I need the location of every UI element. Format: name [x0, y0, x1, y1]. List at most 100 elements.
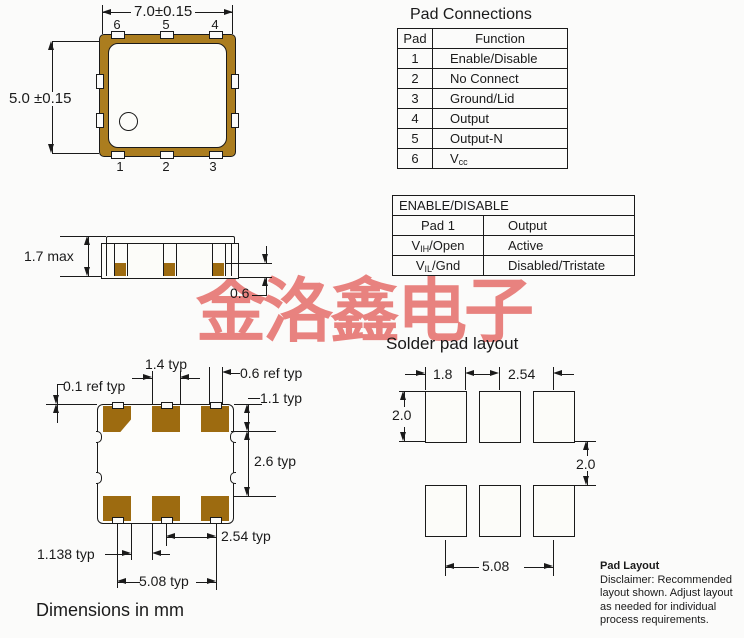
- pin-number: 6: [113, 17, 121, 32]
- condition-cell: VIL/Gnd: [393, 256, 484, 275]
- solder-pad-layout-title: Solder pad layout: [386, 334, 519, 353]
- dim-line: [117, 582, 140, 583]
- dim-arrow: [262, 254, 268, 263]
- ext-line: [131, 523, 132, 560]
- castellation-notch: [161, 517, 173, 524]
- ext-line: [574, 485, 596, 486]
- table-row: 3 Ground/Lid: [398, 88, 567, 108]
- castellation-notch: [161, 402, 173, 409]
- castellation-notch: [111, 151, 125, 159]
- castellation-notch: [160, 151, 174, 159]
- dim-arrow: [244, 431, 250, 440]
- dim-arrow: [143, 374, 152, 380]
- dim-arrow: [583, 476, 589, 485]
- ext-line: [46, 404, 97, 405]
- ext-line: [60, 236, 106, 237]
- solder-land-pad: [533, 485, 575, 537]
- land-height-dim: 2.0: [392, 407, 412, 423]
- ext-line: [52, 41, 99, 42]
- dim-arrow: [583, 441, 589, 450]
- table-title-row: ENABLE/DISABLE: [393, 196, 634, 215]
- pin-number: 4: [211, 17, 219, 32]
- castellation-notch: [96, 113, 104, 128]
- solder-land-pad: [425, 485, 467, 537]
- condition-cell: VIH/Open: [393, 236, 484, 255]
- table-row: Pad 1 Output: [393, 215, 634, 235]
- ext-line: [226, 263, 272, 264]
- side-view-pad-height-dim: 0.6: [230, 285, 250, 301]
- solder-pad: [201, 496, 229, 521]
- function-text: Enable/Disable: [450, 51, 538, 66]
- edge-offset-dim: 0.1 ref typ: [63, 378, 126, 394]
- table-row: VIH/Open Active: [393, 235, 634, 255]
- ext-line: [399, 441, 425, 442]
- dim-arrow: [84, 267, 90, 276]
- land-pitch-dim: 2.54: [508, 366, 536, 382]
- castellation-notch: [160, 31, 174, 39]
- dim-arrow: [445, 563, 454, 569]
- pin-number: 5: [162, 17, 170, 32]
- dim-arrow: [48, 144, 54, 153]
- dim-arrow: [244, 422, 250, 431]
- ext-line: [234, 496, 276, 497]
- dim-line: [445, 567, 479, 568]
- dim-arrow: [553, 370, 562, 376]
- dim-arrow: [53, 395, 59, 404]
- castellation-notch: [112, 402, 124, 409]
- ext-line: [445, 540, 446, 576]
- disclaimer-title: Pad Layout: [600, 560, 660, 572]
- dim-line: [166, 537, 216, 538]
- ext-line: [216, 523, 217, 590]
- output-cell: Output: [508, 218, 548, 233]
- disclaimer-line: process requirements.: [600, 614, 709, 626]
- dim-arrow: [224, 9, 233, 15]
- pad-layout-disclaimer: Pad Layout Disclaimer: Recommended layou…: [600, 560, 742, 628]
- output-cell: Active: [508, 238, 544, 253]
- dim-line: [161, 554, 170, 555]
- pad-connections-title: Pad Connections: [410, 6, 532, 23]
- ext-line: [425, 367, 426, 390]
- pin1-indicator: [119, 112, 138, 131]
- castellation-line: [231, 244, 232, 276]
- ext-line: [102, 5, 103, 34]
- units-note: Dimensions in mm: [36, 600, 185, 620]
- dim-line: [180, 378, 200, 379]
- function-cell: Enable/Disable: [433, 49, 567, 68]
- side-notch: [230, 472, 236, 484]
- row-gap-dim: 2.6 typ: [254, 453, 297, 469]
- dim-arrow: [207, 533, 216, 539]
- function-text: No Connect: [450, 71, 519, 86]
- function-cell: Output: [433, 109, 567, 128]
- dim-arrow: [53, 404, 59, 413]
- dim-arrow: [180, 374, 189, 380]
- castellation-notch: [231, 113, 239, 128]
- solder-land-pad: [533, 391, 575, 443]
- ext-line: [238, 277, 272, 278]
- side-view-height-dim: 1.7 max: [24, 248, 74, 264]
- watermark-text: 金洛鑫电子: [196, 269, 534, 352]
- pin-number: 1: [116, 159, 124, 174]
- condition-text: V: [411, 238, 421, 253]
- dim-arrow: [400, 432, 406, 441]
- dim-line: [562, 374, 574, 375]
- top-view-height-dim: 5.0 ±0.15: [6, 91, 75, 106]
- ext-line: [222, 367, 223, 404]
- leader-line: [57, 384, 64, 385]
- pad-cell: 3: [398, 89, 433, 108]
- dim-arrow: [152, 550, 161, 556]
- castellation-channel: [163, 244, 177, 276]
- pad-cell: 5: [398, 129, 433, 148]
- table-row: 6 Vcc: [398, 148, 567, 168]
- castellation-notch: [112, 517, 124, 524]
- solder-pad-side: [164, 263, 175, 276]
- ext-line: [553, 367, 554, 390]
- dim-arrow: [244, 404, 250, 413]
- ext-line: [232, 5, 233, 34]
- header-function: Function: [475, 31, 525, 46]
- dim-arrow: [400, 391, 406, 400]
- dim-line: [405, 374, 425, 375]
- span-dim: 5.08 typ: [139, 573, 189, 589]
- table-header-row: Pad Function: [398, 29, 567, 48]
- output-cell: Disabled/Tristate: [508, 258, 606, 273]
